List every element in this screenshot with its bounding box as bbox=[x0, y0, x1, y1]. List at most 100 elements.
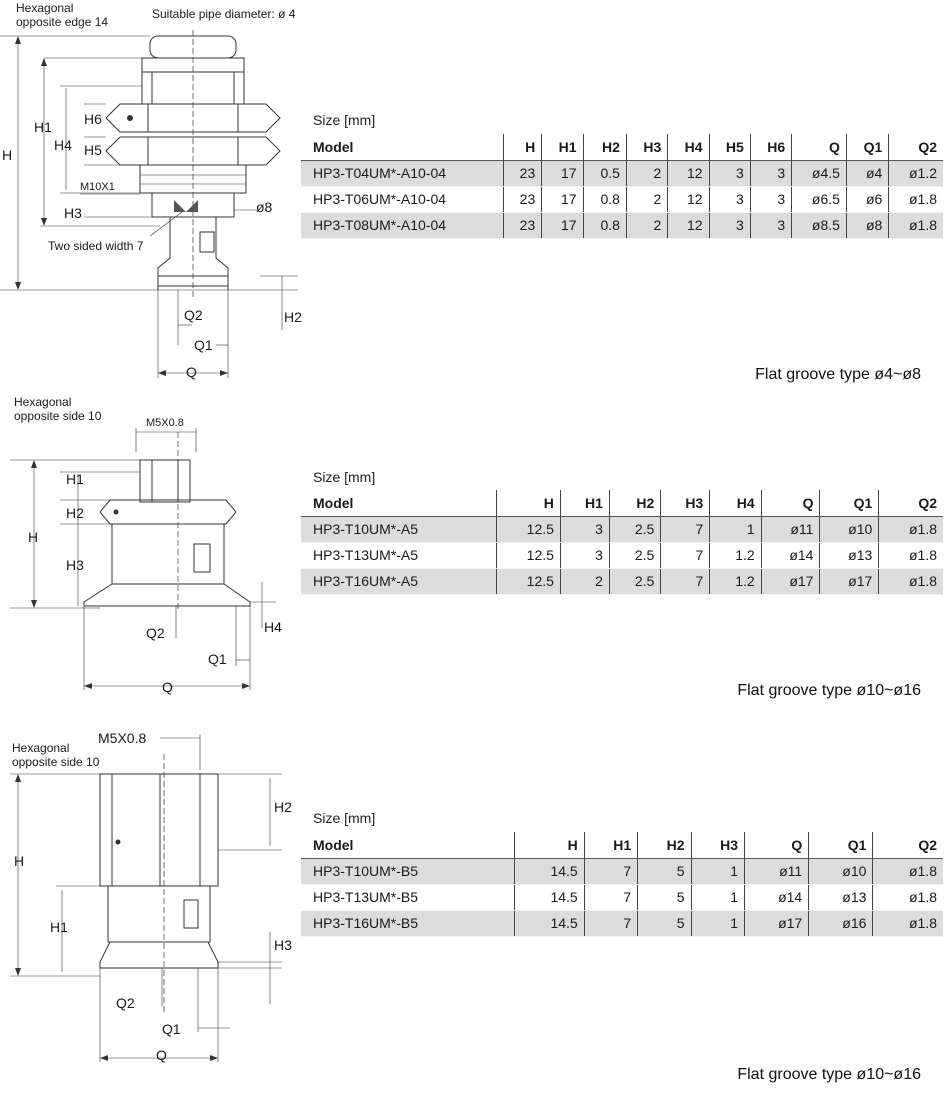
label-H4: H4 bbox=[264, 619, 282, 635]
value-cell: 3 bbox=[708, 160, 751, 187]
value-cell: ø8 bbox=[845, 212, 889, 239]
label-hexagonal: Hexagonal bbox=[12, 741, 69, 755]
label-Q: Q bbox=[162, 679, 173, 695]
column-header: H1 bbox=[559, 490, 610, 517]
label-Q1: Q1 bbox=[208, 651, 227, 667]
column-header: H bbox=[503, 134, 542, 161]
value-cell: 3 bbox=[559, 542, 610, 569]
column-header: Model bbox=[301, 134, 504, 161]
column-header: Q bbox=[760, 490, 820, 517]
label-H3: H3 bbox=[64, 205, 82, 221]
model-cell: HP3-T13UM*-A5 bbox=[301, 542, 497, 569]
value-cell: 7 bbox=[660, 516, 710, 543]
section-flat-groove-10-16-b5: Hexagonal opposite side 10 M5X0.8 H H1 H… bbox=[0, 714, 945, 1099]
column-header: H6 bbox=[749, 134, 792, 161]
label-H2: H2 bbox=[274, 799, 292, 815]
value-cell: 12 bbox=[667, 212, 710, 239]
size-label: Size [mm] bbox=[313, 810, 376, 826]
model-cell: HP3-T10UM*-A5 bbox=[301, 516, 497, 543]
value-cell: ø1.2 bbox=[888, 160, 943, 187]
label-dia: ø8 bbox=[256, 199, 273, 215]
value-cell: ø1.8 bbox=[888, 212, 943, 239]
value-cell: 23 bbox=[503, 160, 542, 187]
column-header: H bbox=[514, 832, 585, 859]
caption: Flat groove type ø10~ø16 bbox=[737, 682, 921, 699]
value-cell: 1.2 bbox=[709, 568, 762, 595]
label-pipe-diameter: Suitable pipe diameter: ø 4 bbox=[152, 7, 296, 21]
value-cell: 2 bbox=[559, 568, 610, 595]
model-cell: HP3-T10UM*-B5 bbox=[301, 858, 515, 885]
value-cell: 7 bbox=[583, 910, 638, 937]
value-cell: 1 bbox=[709, 516, 762, 543]
model-cell: HP3-T16UM*-A5 bbox=[301, 568, 497, 595]
value-cell: 0.8 bbox=[582, 186, 627, 213]
value-cell: ø1.8 bbox=[878, 542, 943, 569]
value-cell: 14.5 bbox=[514, 884, 585, 911]
value-cell: ø1.8 bbox=[872, 884, 943, 911]
value-cell: 5 bbox=[637, 884, 692, 911]
model-cell: HP3-T13UM*-B5 bbox=[301, 884, 515, 911]
value-cell: 1 bbox=[690, 858, 745, 885]
value-cell: ø14 bbox=[760, 542, 820, 569]
value-cell: 14.5 bbox=[514, 910, 585, 937]
value-cell: 2.5 bbox=[608, 542, 661, 569]
value-cell: 2 bbox=[625, 186, 668, 213]
value-cell: 14.5 bbox=[514, 858, 585, 885]
value-cell: ø11 bbox=[744, 858, 809, 885]
label-opposite-edge: opposite edge 14 bbox=[16, 15, 108, 29]
label-opposite-side: opposite side 10 bbox=[12, 755, 100, 769]
value-cell: 17 bbox=[541, 212, 584, 239]
column-header: Q1 bbox=[819, 490, 879, 517]
column-header: H4 bbox=[667, 134, 710, 161]
value-cell: 2.5 bbox=[608, 516, 661, 543]
caption: Flat groove type ø10~ø16 bbox=[737, 1066, 921, 1083]
column-header: Q1 bbox=[845, 134, 889, 161]
model-cell: HP3-T08UM*-A10-04 bbox=[301, 212, 504, 239]
label-H: H bbox=[28, 529, 38, 545]
value-cell: 3 bbox=[749, 186, 792, 213]
value-cell: ø13 bbox=[819, 542, 879, 569]
label-opposite-side: opposite side 10 bbox=[14, 409, 102, 423]
column-header: H4 bbox=[709, 490, 762, 517]
value-cell: 3 bbox=[749, 160, 792, 187]
value-cell: ø4 bbox=[845, 160, 889, 187]
value-cell: 1 bbox=[690, 884, 745, 911]
model-cell: HP3-T06UM*-A10-04 bbox=[301, 186, 504, 213]
column-header: Q2 bbox=[872, 832, 943, 859]
model-cell: HP3-T16UM*-B5 bbox=[301, 910, 515, 937]
value-cell: 2 bbox=[625, 212, 668, 239]
value-cell: ø13 bbox=[808, 884, 873, 911]
label-thread: M5X0.8 bbox=[146, 417, 184, 429]
value-cell: 5 bbox=[637, 910, 692, 937]
drawing-a10-04: Hexagonal opposite edge 14 Suitable pipe… bbox=[0, 1, 302, 380]
value-cell: 12.5 bbox=[496, 542, 561, 569]
column-header: Q2 bbox=[888, 134, 943, 161]
value-cell: 12.5 bbox=[496, 568, 561, 595]
size-label: Size [mm] bbox=[313, 469, 376, 485]
value-cell: 7 bbox=[583, 858, 638, 885]
value-cell: 0.5 bbox=[582, 160, 627, 187]
value-cell: 23 bbox=[503, 186, 542, 213]
label-H1: H1 bbox=[34, 119, 52, 135]
value-cell: 7 bbox=[583, 884, 638, 911]
label-H2: H2 bbox=[284, 309, 302, 325]
value-cell: 5 bbox=[637, 858, 692, 885]
value-cell: 3 bbox=[559, 516, 610, 543]
column-header: H3 bbox=[690, 832, 745, 859]
value-cell: ø17 bbox=[819, 568, 879, 595]
label-Q1: Q1 bbox=[194, 337, 213, 353]
label-hexagonal: Hexagonal bbox=[16, 1, 73, 15]
column-header: H2 bbox=[582, 134, 627, 161]
label-H1: H1 bbox=[50, 919, 68, 935]
label-H3: H3 bbox=[66, 557, 84, 573]
value-cell: ø1.8 bbox=[888, 186, 943, 213]
value-cell: ø6 bbox=[845, 186, 889, 213]
label-H5: H5 bbox=[84, 142, 102, 158]
